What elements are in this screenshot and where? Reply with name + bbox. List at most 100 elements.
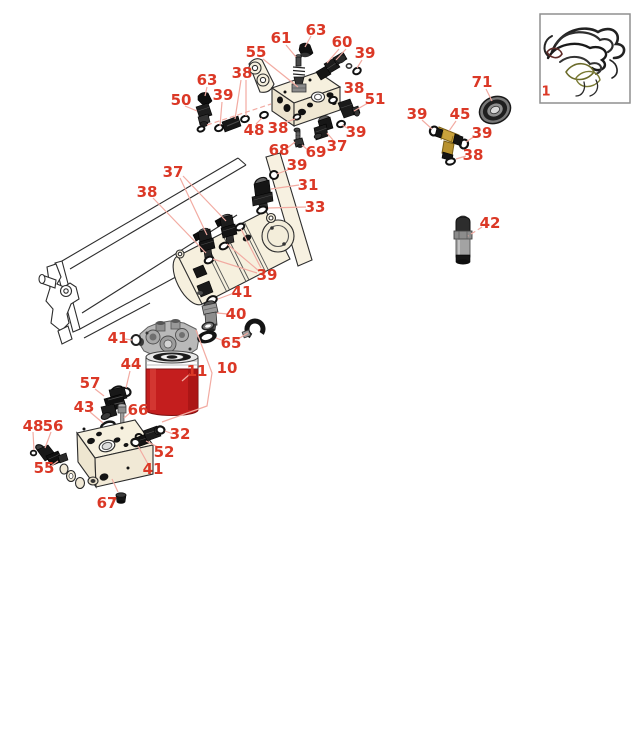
leader-line <box>326 132 334 141</box>
leader-line <box>50 460 59 467</box>
leader-line <box>215 337 225 342</box>
callout-41: 41 <box>108 329 129 347</box>
leader-line <box>217 292 235 300</box>
leader-line <box>145 440 159 448</box>
hose-clamp-65-drawing <box>197 318 266 344</box>
callout-42: 42 <box>480 214 501 232</box>
o-ring-39-top <box>352 66 362 76</box>
leader-line <box>234 79 242 120</box>
callout-41: 41 <box>232 283 253 301</box>
leader-line <box>356 59 363 69</box>
leader-line <box>219 101 223 127</box>
callout-63: 63 <box>197 71 218 89</box>
callout-43: 43 <box>74 398 95 416</box>
callout-39: 39 <box>472 124 493 142</box>
callout-51: 51 <box>365 90 386 108</box>
leader-line <box>467 226 483 237</box>
leader-line <box>465 135 476 143</box>
callout-39: 39 <box>287 156 308 174</box>
oil-filter-drawing <box>145 350 199 416</box>
leader-line <box>285 141 296 150</box>
leader-line <box>111 496 117 501</box>
callout-48: 48 <box>244 121 265 139</box>
callout-38: 38 <box>463 146 484 164</box>
callout-40: 40 <box>226 305 247 323</box>
callout-65: 65 <box>221 334 242 352</box>
elbow-fitting-37-top <box>313 115 334 141</box>
callout-33: 33 <box>305 198 326 216</box>
o-ring-44 <box>120 386 132 398</box>
seal-ring-71-drawing <box>478 95 512 125</box>
fitting-55-drawing <box>35 444 69 467</box>
callout-57: 57 <box>80 374 101 392</box>
callout-38: 38 <box>232 64 253 82</box>
leader-line <box>335 48 347 61</box>
leader-line <box>216 312 229 315</box>
valve-block-drawing <box>195 42 362 148</box>
leader-line <box>161 329 213 423</box>
callout-38: 38 <box>344 79 365 97</box>
callout-61: 61 <box>271 29 292 47</box>
callout-69: 69 <box>306 143 327 161</box>
leader-line <box>182 175 227 222</box>
callout-37: 37 <box>327 137 348 155</box>
breather-42-drawing <box>453 215 473 265</box>
fitting-50 <box>195 92 213 133</box>
callout-11: 11 <box>187 362 208 380</box>
callout-50: 50 <box>171 91 192 109</box>
pin-68-69 <box>293 127 305 148</box>
leader-line <box>455 155 467 160</box>
leader-line <box>204 86 208 97</box>
callout-56: 56 <box>43 417 64 435</box>
fitting-cluster-60 <box>315 51 353 81</box>
leader-line <box>485 88 493 102</box>
manifold-block-drawing <box>59 419 154 490</box>
leader-line <box>111 478 119 493</box>
leader-line <box>240 228 262 269</box>
callout-45: 45 <box>450 105 471 123</box>
leader-line <box>267 206 307 209</box>
nut-67-drawing <box>115 492 127 504</box>
leader-line <box>123 411 132 419</box>
o-ring-41-manifold <box>130 437 141 448</box>
leader-line <box>125 370 131 389</box>
bar-o-ring-39 <box>269 170 279 180</box>
callout-37: 37 <box>163 163 184 181</box>
callout-52: 52 <box>154 443 175 461</box>
leader-line <box>270 184 300 190</box>
port-o-rings <box>203 222 246 265</box>
leader-line <box>206 103 272 126</box>
inset-figure-label: 1 <box>541 85 550 100</box>
leader-line <box>89 411 104 424</box>
callout-39: 39 <box>407 105 428 123</box>
leader-line <box>255 117 263 125</box>
callout-10: 10 <box>217 359 238 377</box>
callout-38: 38 <box>137 183 158 201</box>
leader-line <box>226 243 260 272</box>
wire-harness-drawing <box>543 27 626 97</box>
leader-line <box>276 168 291 175</box>
leader-line <box>137 445 149 465</box>
leader-line <box>341 124 350 130</box>
o-ring-48-manifold <box>29 449 38 457</box>
callout-41: 41 <box>143 460 164 478</box>
leader-line <box>421 119 433 130</box>
barb-fitting-and-rings <box>214 110 302 133</box>
elbow-57-drawing <box>100 385 128 420</box>
o-ring-33 <box>256 205 268 215</box>
callout-32: 32 <box>170 425 191 443</box>
pump-fitting-37-left <box>192 227 216 259</box>
leader-line <box>44 431 52 449</box>
leader-line <box>94 388 105 397</box>
callout-39: 39 <box>346 123 367 141</box>
elbow-fitting-31 <box>251 176 274 212</box>
leader-line <box>152 197 207 254</box>
callout-67: 67 <box>97 494 118 512</box>
frame-beam-drawing <box>38 157 265 345</box>
tee-fitting-45-drawing <box>428 125 470 166</box>
leader-line <box>124 338 133 341</box>
wire-harness-inset: 1 <box>539 13 631 104</box>
